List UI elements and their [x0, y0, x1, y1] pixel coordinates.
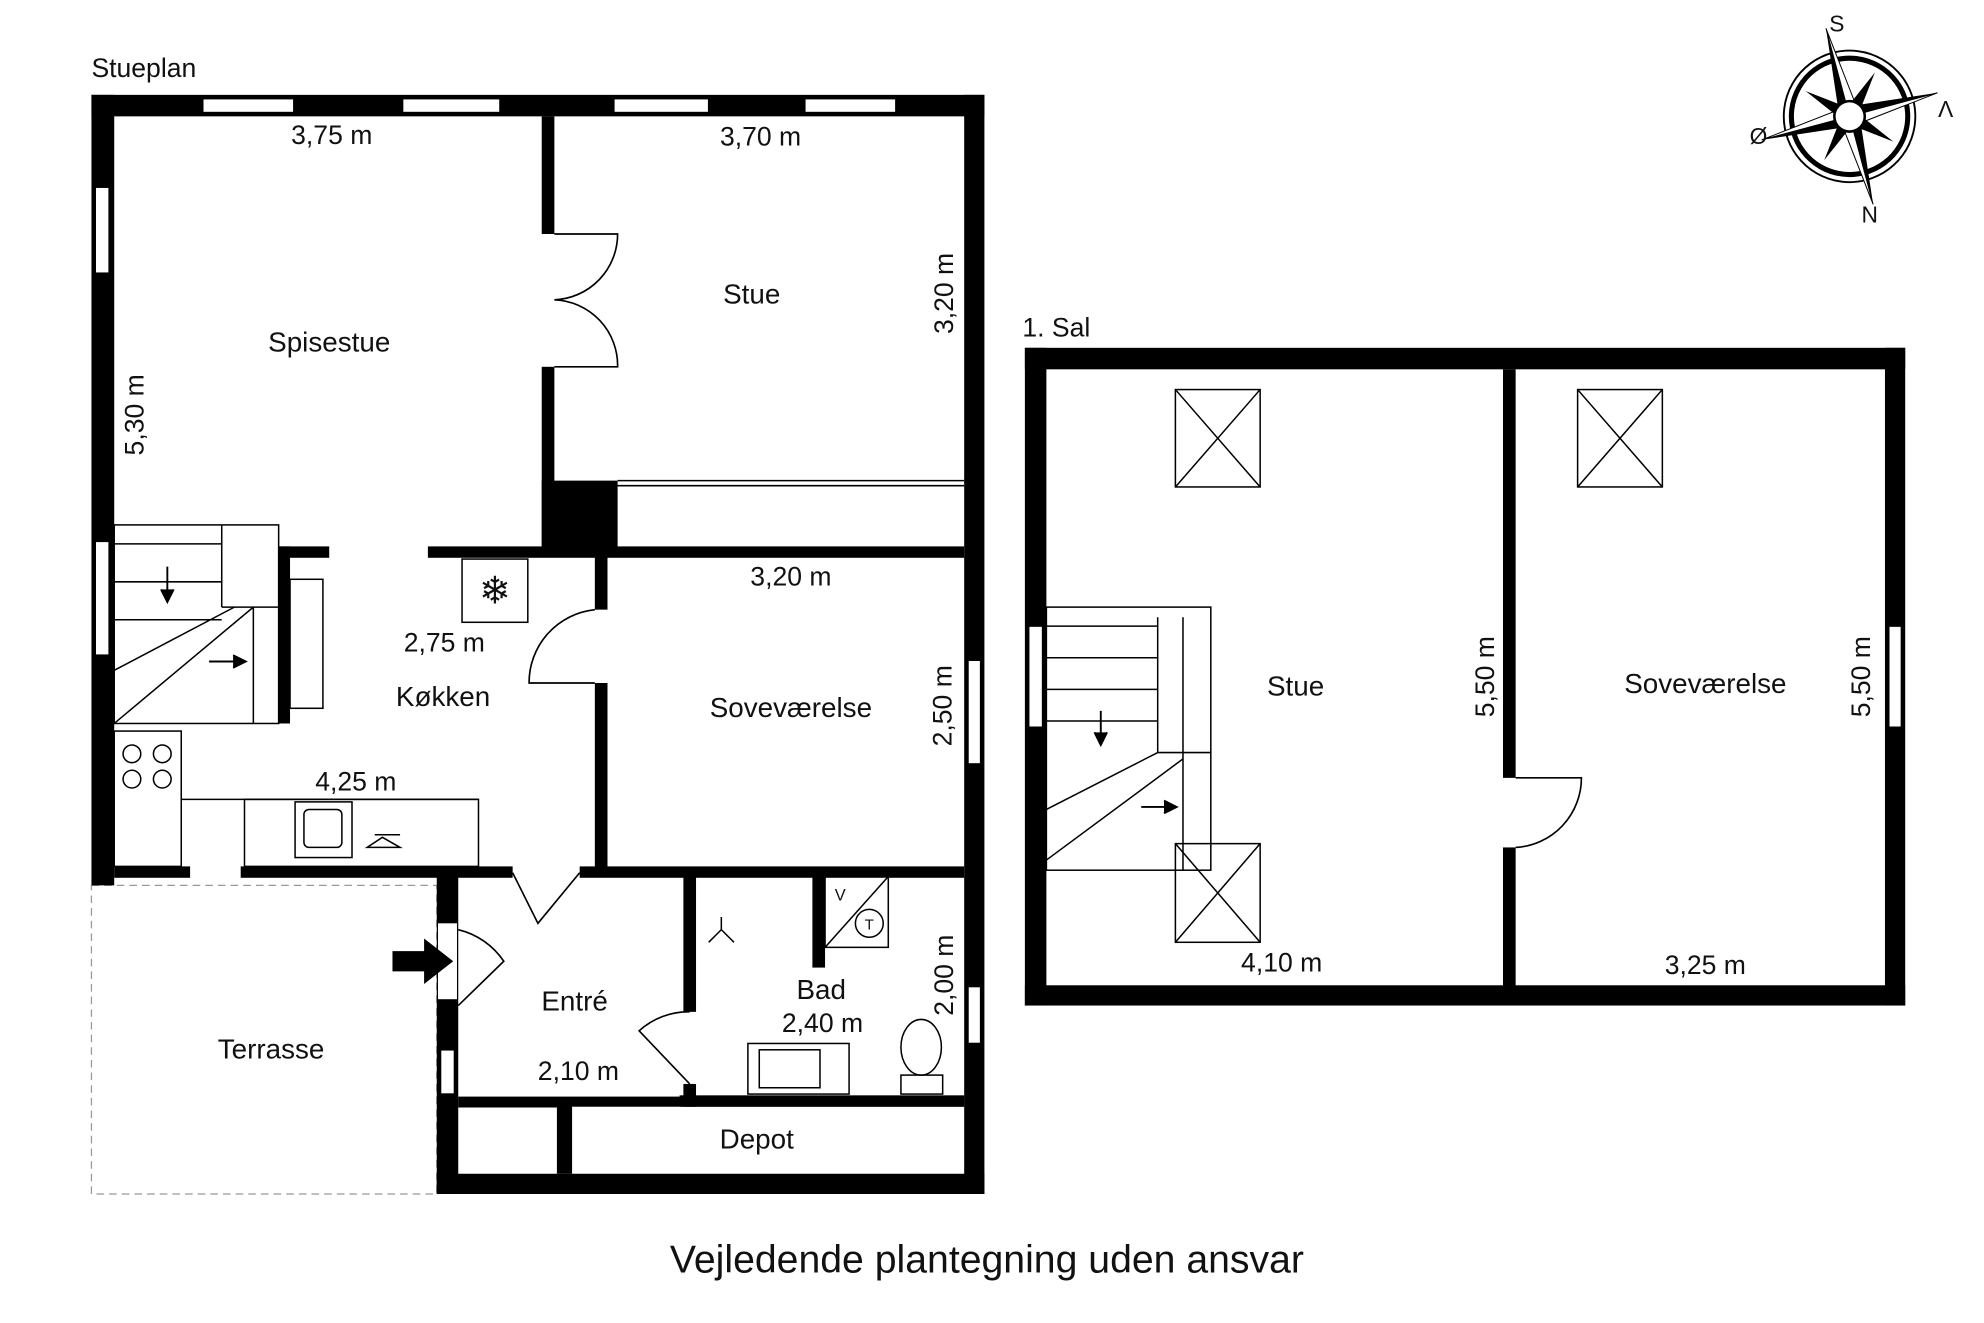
wall	[91, 94, 115, 886]
disclaimer-footer: Vejledende plantegning uden ansvar	[670, 1238, 1304, 1281]
window	[804, 97, 897, 114]
wall	[1502, 847, 1516, 987]
wall	[91, 94, 985, 117]
compass-north-label: N	[1862, 202, 1878, 228]
dryer-icon	[854, 908, 884, 938]
compass-rose	[1761, 28, 1938, 205]
room-label-sovevaerelse-1sal: Soveværelse	[1624, 668, 1786, 699]
double-door	[554, 233, 619, 368]
compass-east-label: Ø	[1750, 123, 1768, 149]
compass-west-label: V	[1937, 96, 1953, 122]
window	[401, 97, 501, 114]
window	[94, 540, 110, 656]
window	[1887, 625, 1903, 729]
dimension-label: 3,75 m	[291, 120, 372, 150]
room-label-spisestue: Spisestue	[268, 327, 390, 358]
door	[511, 872, 581, 925]
room-label-koekken: Køkken	[396, 681, 490, 712]
skylight	[1174, 388, 1664, 944]
dimension-label: 3,20 m	[929, 253, 959, 334]
kitchen-fixtures	[113, 558, 529, 868]
wall	[240, 866, 513, 878]
room-label-depot: Depot	[720, 1123, 794, 1154]
window	[967, 985, 982, 1045]
dimension-label: 3,20 m	[750, 562, 831, 592]
ground-floor-title: Stueplan	[91, 53, 196, 83]
chimney	[541, 480, 618, 557]
dimension-label: 5,50 m	[1470, 636, 1500, 717]
stair-right-arrow-icon	[209, 654, 248, 669]
dryer-label: T	[865, 917, 874, 934]
room-label-stue: Stue	[723, 279, 780, 310]
washer-label: V	[835, 887, 846, 905]
dimension-label: 4,25 m	[315, 767, 396, 797]
wall	[1024, 347, 1906, 370]
window	[201, 97, 295, 114]
dimension-label: 5,30 m	[119, 374, 149, 455]
room-label-terrasse: Terrasse	[218, 1034, 325, 1065]
dimension-label: 3,70 m	[720, 121, 801, 151]
compass-south-label: S	[1829, 11, 1844, 37]
dimension-label: 5,50 m	[1846, 636, 1876, 717]
wall	[594, 556, 608, 610]
wall	[579, 866, 965, 878]
wall	[679, 1095, 965, 1107]
dimension-label: 2,75 m	[404, 627, 485, 657]
room-label-entre: Entré	[541, 986, 607, 1017]
wall	[541, 116, 555, 234]
entry-door	[457, 928, 505, 1007]
bathroom-fixtures	[458, 875, 944, 1108]
room-label-stue-1sal: Stue	[1267, 671, 1324, 702]
wall	[812, 876, 826, 968]
wall	[114, 866, 191, 878]
stair-right-arrow-icon	[1141, 799, 1179, 815]
first-floor-title: 1. Sal	[1022, 312, 1090, 342]
room-label-sovevaerelse: Soveværelse	[710, 692, 872, 723]
wall	[556, 1100, 573, 1174]
door	[1515, 777, 1583, 849]
dimension-label: 2,40 m	[782, 1008, 863, 1038]
door	[637, 1011, 691, 1085]
staircase	[1045, 606, 1212, 871]
wall	[278, 546, 291, 724]
wall	[1502, 369, 1516, 778]
stair-down-arrow-icon	[160, 566, 175, 605]
window	[439, 1049, 456, 1095]
wall	[964, 94, 985, 1194]
ground-floor-plan: Stueplan	[90, 53, 985, 1195]
room-label-bad: Bad	[796, 974, 845, 1005]
dimension-label: 2,00 m	[929, 935, 959, 1016]
window	[967, 659, 982, 765]
dimension-label: 4,10 m	[1241, 947, 1322, 977]
freezer-icon: ❄	[479, 570, 511, 612]
window	[1027, 625, 1044, 729]
window	[94, 186, 110, 274]
wall	[436, 1173, 985, 1194]
wall	[1024, 985, 1906, 1006]
wall	[278, 546, 330, 558]
window	[613, 97, 710, 114]
dimension-label: 2,10 m	[538, 1056, 619, 1086]
first-floor-plan: 1. Sal Stue Soveværelse 4,10 m 3,25 m 5,…	[1022, 312, 1906, 1006]
stair-down-arrow-icon	[1093, 710, 1108, 748]
door	[528, 608, 595, 684]
wall	[436, 867, 459, 1194]
wall	[427, 546, 965, 558]
dimension-label: 2,50 m	[928, 665, 958, 746]
wall	[594, 683, 608, 873]
wall	[683, 876, 697, 1012]
entrance-arrow-icon	[392, 938, 454, 985]
dimension-label: 3,25 m	[1665, 950, 1746, 980]
